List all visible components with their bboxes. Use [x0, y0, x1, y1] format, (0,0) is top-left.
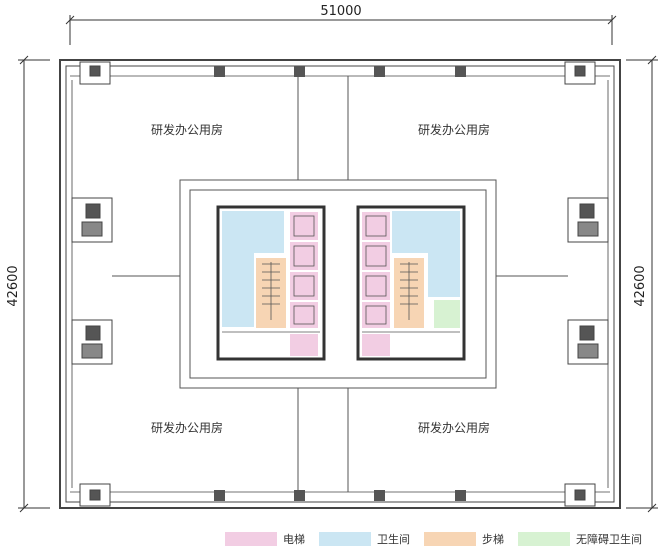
room-label-top-left: 研发办公用房: [151, 122, 223, 137]
height-dimension-right-label: 42600: [633, 265, 648, 306]
left-core: [216, 205, 326, 361]
legend-swatch-accessible-restroom: [518, 532, 570, 546]
corner-cores: [79, 61, 596, 507]
legend-item-stairs: 步梯: [424, 531, 504, 547]
right-dimension: [626, 55, 658, 513]
corridor: [112, 76, 568, 492]
room-label-bottom-left: 研发办公用房: [151, 420, 223, 435]
legend-label-accessible-restroom: 无障碍卫生间: [576, 533, 642, 546]
legend-swatch-elevator: [225, 532, 277, 546]
room-label-bottom-right: 研发办公用房: [418, 420, 490, 435]
width-dimension-label: 51000: [320, 4, 361, 19]
outer-walls: [59, 59, 621, 509]
legend-swatch-restroom: [319, 532, 371, 546]
right-core: [356, 205, 466, 361]
legend-label-elevator: 电梯: [283, 533, 305, 546]
legend-label-stairs: 步梯: [482, 533, 504, 546]
height-dimension-left-label: 42600: [6, 265, 21, 306]
legend-swatch-stairs: [424, 532, 476, 546]
legend-label-restroom: 卫生间: [377, 533, 410, 546]
legend-item-elevator: 电梯: [225, 531, 305, 547]
top-dimension: [65, 15, 617, 45]
side-cores: [71, 197, 609, 365]
room-label-top-right: 研发办公用房: [418, 122, 490, 137]
legend-item-accessible-restroom: 无障碍卫生间: [518, 531, 642, 547]
legend: 电梯 卫生间 步梯 无障碍卫生间: [225, 530, 656, 548]
left-dimension: [18, 55, 50, 513]
perimeter-columns: [214, 66, 466, 501]
legend-item-restroom: 卫生间: [319, 531, 410, 547]
